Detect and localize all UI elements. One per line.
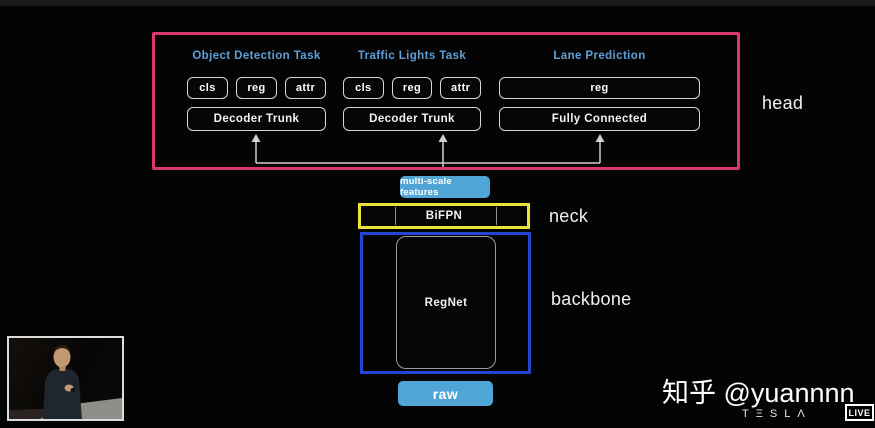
head-chip-attr: attr <box>440 77 482 99</box>
bifpn-label: BiFPN <box>425 210 463 222</box>
raw-input-badge: raw <box>398 381 493 406</box>
head-outline-box <box>152 32 740 170</box>
decoder-trunk-box: Decoder Trunk <box>343 107 481 131</box>
backbone-label: backbone <box>551 289 632 309</box>
head-chip-row: reg <box>499 77 700 99</box>
head-chip-reg: reg <box>499 77 700 99</box>
regnet-box: RegNet <box>396 236 496 369</box>
head-chip-row: cls reg attr <box>343 77 482 99</box>
bifpn-inner-divider <box>395 207 396 225</box>
head-chip-reg: reg <box>236 77 277 99</box>
neck-label: neck <box>549 206 589 226</box>
presenter-video-inset <box>7 336 124 421</box>
task-column-traffic-lights: Traffic Lights Task cls reg attr Decoder… <box>343 50 482 131</box>
decoder-trunk-box: Decoder Trunk <box>187 107 326 131</box>
head-chip-row: cls reg attr <box>187 77 326 99</box>
multi-scale-features-badge: multi-scale features <box>400 176 490 198</box>
task-column-lane-prediction: Lane Prediction reg Fully Connected <box>499 50 700 131</box>
task-column-object-detection: Object Detection Task cls reg attr Decod… <box>187 50 326 131</box>
bifpn-inner-divider <box>496 207 497 225</box>
top-edge-strip <box>0 0 875 6</box>
task-title: Lane Prediction <box>553 50 646 62</box>
task-title: Traffic Lights Task <box>357 50 467 62</box>
tesla-wordmark: TΞSLΛ <box>742 408 812 420</box>
backbone-outline-box <box>360 232 531 374</box>
head-chip-attr: attr <box>285 77 326 99</box>
head-chip-cls: cls <box>187 77 228 99</box>
live-badge: LIVE <box>845 404 874 421</box>
head-chip-reg: reg <box>391 77 433 99</box>
head-chip-cls: cls <box>343 77 384 99</box>
bifpn-box: BiFPN <box>358 203 530 229</box>
task-title: Object Detection Task <box>192 50 321 62</box>
fully-connected-box: Fully Connected <box>499 107 700 131</box>
head-label: head <box>762 93 804 113</box>
zhihu-watermark: 知乎 @yuannnn <box>662 378 855 408</box>
presenter-silhouette <box>9 345 122 419</box>
